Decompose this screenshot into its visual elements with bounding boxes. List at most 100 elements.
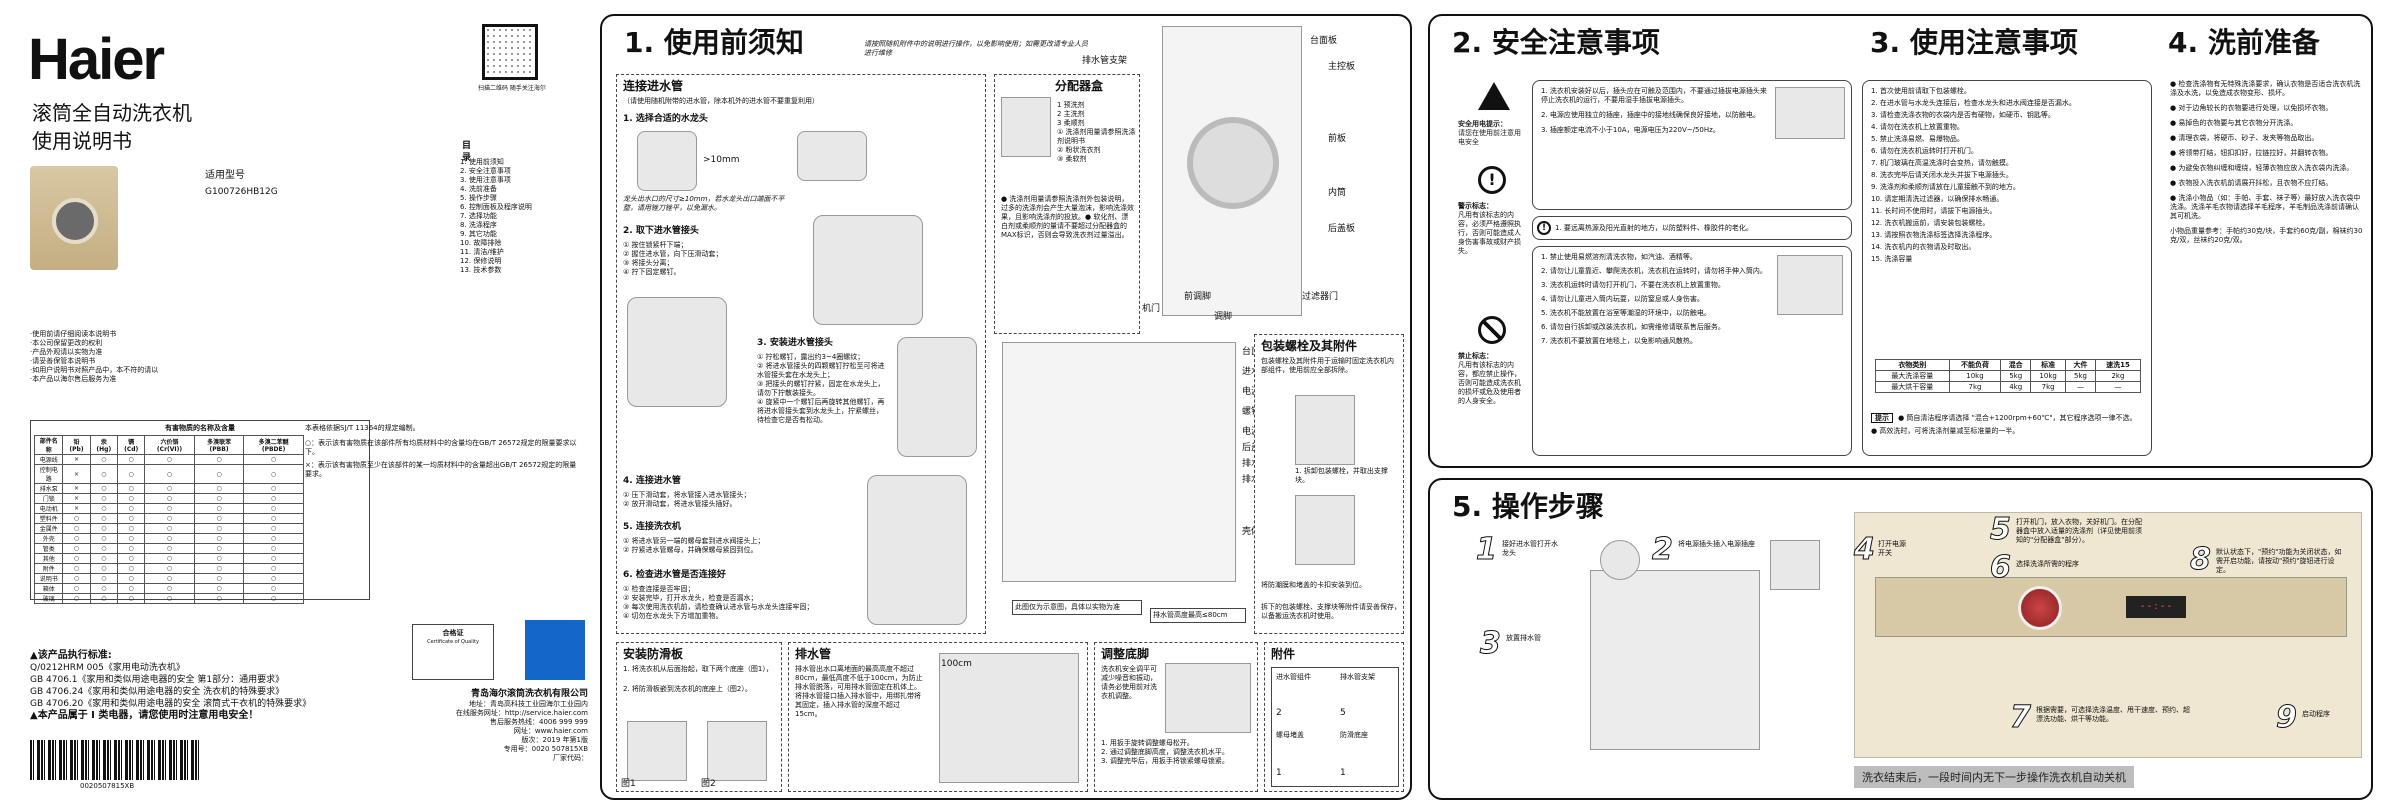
capacity-cell: 7kg bbox=[1948, 381, 2002, 393]
hose-connect-illustration bbox=[867, 475, 967, 625]
leveling-step: 2. 通过调整底脚高度，调整洗衣机水平。 bbox=[1101, 748, 1229, 756]
sec2-heading: 2. 安全注意事项 bbox=[1452, 26, 1660, 59]
hazard-cell: ○ bbox=[89, 493, 119, 504]
hazard-col-header: 镉 (Cd) bbox=[117, 435, 146, 455]
capacity-cell: 最大洗涤容量 bbox=[1875, 370, 1950, 382]
hazard-row: 电动机×○○○○○ bbox=[33, 503, 304, 514]
drain-box: 排水管 排水管出水口离地面的最高高度不超过80cm，最低高度不低于100cm，为… bbox=[788, 642, 1088, 792]
leveling-step: 3. 调整完毕后，用扳手将锁紧螺母锁紧。 bbox=[1101, 757, 1229, 765]
hazard-cell: 管类 bbox=[33, 543, 64, 554]
company-name: 青岛海尔滚筒洗衣机有限公司 bbox=[470, 689, 588, 699]
hazard-cell: ○ bbox=[193, 454, 245, 465]
hazard-cell: ○ bbox=[144, 573, 195, 584]
toc-item: 10. 故障排除 bbox=[460, 239, 502, 247]
step-5-list: ① 将进水管另一端的螺母套到进水阀接头上； ② 拧紧进水管螺母，并确保螺母紧固到… bbox=[623, 537, 843, 555]
hazard-cell: ○ bbox=[89, 563, 119, 574]
accessory-name: 螺母堵盖 bbox=[1276, 731, 1304, 739]
step-item: ② 握住进水管，向下压滑动套； bbox=[623, 250, 723, 258]
accessories-box: 附件 进水管组件 排水管支架 螺母堵盖 防滑底座 2 5 1 1 bbox=[1264, 642, 1404, 792]
capacity-cell: 10kg bbox=[1948, 370, 2002, 382]
exclamation-small-icon: ! bbox=[1537, 221, 1551, 235]
product-code: 专用号：0020 507815XB bbox=[503, 745, 588, 753]
hazard-cell: 附件 bbox=[33, 563, 64, 574]
dispenser-item: ③ 柔软剂 bbox=[1057, 155, 1087, 163]
hazard-cell: ○ bbox=[117, 553, 146, 564]
hazard-cell: ○ bbox=[117, 483, 146, 494]
hazard-cell: ○ bbox=[89, 533, 119, 544]
faucet-step-illustration bbox=[1600, 540, 1640, 580]
dispenser-title: 分配器盒 bbox=[1055, 79, 1104, 93]
step-2-list: ① 按住锁紧杆下端； ② 握住进水管，向下压滑动套； ③ 将接头分离； ④ 拧下… bbox=[623, 241, 773, 277]
anti-slip-text-2: 2. 将防滑板嵌到洗衣机的底座上（图2）。 bbox=[623, 685, 752, 693]
anti-slip-fig-2 bbox=[707, 721, 767, 781]
prep-item: ● 易掉色的衣物要与其它衣物分开洗涤。 bbox=[2170, 119, 2298, 127]
prep-item: ● 洗涤小物品（如：手帕、手套、袜子等）最好放入洗衣袋中洗涤。洗涤羊毛衣物请选择… bbox=[2170, 194, 2361, 220]
anti-slip-text-1: 1. 将洗衣机从后面抬起，取下两个底座（图1）， bbox=[623, 665, 773, 673]
hazard-col-header: 汞 (Hg) bbox=[89, 435, 119, 455]
anti-slip-fig-1 bbox=[627, 721, 687, 781]
transport-step-1: 1. 拆卸包装螺栓，并取出支撑块。 bbox=[1295, 467, 1388, 484]
usage-item: 2. 在进水管与水龙头连接后，检查水龙头和进水阀连接是否漏水。 bbox=[1871, 99, 2076, 107]
barcode-number: 0020507815XB bbox=[80, 782, 135, 790]
class-note: ▲本产品属于 I 类电器，请您使用时注意用电安全！ bbox=[30, 710, 259, 721]
step-item: ① 压下滑动套，将水管接入进水管接头； bbox=[623, 491, 751, 499]
toc-item: 9. 其它功能 bbox=[460, 230, 497, 238]
hazard-cell: ○ bbox=[243, 493, 304, 504]
leveling-steps: 1. 用扳手旋转调整螺母松开。 2. 通过调整底脚高度，调整洗衣机水平。 3. … bbox=[1101, 739, 1253, 766]
socket-illustration bbox=[1770, 540, 1820, 590]
note-line: ·请妥善保管本说明书 bbox=[30, 357, 96, 365]
hazard-cell: ○ bbox=[243, 563, 304, 574]
dispenser-item: 3 柔顺剂 bbox=[1057, 119, 1085, 127]
dispenser-box: 分配器盒 1 预洗剂 2 主洗剂 3 柔顺剂 ① 洗涤剂用量请参照洗涤剂说明书 … bbox=[994, 74, 1140, 334]
hazard-cell: ○ bbox=[193, 513, 245, 524]
sec1-intro: 请按照随机附件中的说明进行操作，以免影响使用；如需更改请专业人员进行维修 bbox=[864, 40, 1088, 57]
tip-2: ● 高效洗时，可将洗涤剂量减至标准量的一半。 bbox=[1871, 427, 2020, 435]
inlet-box: 连接进水管 （请使用随机附带的进水管，除本机外的进水管不要重复利用） 1. 选择… bbox=[616, 74, 986, 634]
hazard-table: 部件名称铅 (Pb)汞 (Hg)镉 (Cd)六价铬 (Cr(VI))多溴联苯 (… bbox=[33, 435, 304, 604]
hazard-cell: ○ bbox=[193, 503, 245, 514]
usage-item: 13. 请按照衣物洗涤标签选择洗涤程序。 bbox=[1871, 231, 1997, 239]
note-line: ·如用户说明书对照产品中，本不符的请以 bbox=[30, 366, 159, 374]
capacity-cell: — bbox=[2094, 381, 2142, 393]
hazard-cell: ○ bbox=[193, 563, 245, 574]
hazard-cell: ○ bbox=[117, 513, 146, 524]
label-control: 主控板 bbox=[1328, 62, 1356, 72]
step-3-list: ① 拧松螺钉，露出约3~4圈螺纹； ② 将进水管接头的四颗螺钉拧松至可将进水管接… bbox=[757, 353, 887, 425]
hazard-cell: ○ bbox=[89, 543, 119, 554]
hazard-cell: × bbox=[62, 483, 91, 494]
prohibit-item: 6. 请勿自行拆卸或改装洗衣机，如需维修请联系售后服务。 bbox=[1541, 323, 1725, 331]
qr-caption: 扫描二维码 随手关注海尔 bbox=[478, 85, 546, 92]
accessory-name: 排水管支架 bbox=[1340, 673, 1375, 681]
hazard-row: 其他○○○○○○ bbox=[33, 553, 304, 564]
back-note: 此图仅为示意图，具体以实物为准 bbox=[1012, 600, 1142, 615]
hazard-cell: ○ bbox=[144, 513, 195, 524]
accessory-qty: 1 bbox=[1276, 768, 1282, 778]
inlet-title: 连接进水管 bbox=[623, 79, 684, 93]
transport-box: 包装螺栓及其附件 包装螺栓及其附件用于运输时固定洗衣机内部组件，使用前应全部拆除… bbox=[1254, 334, 1404, 634]
transport-title: 包装螺栓及其附件 bbox=[1261, 339, 1358, 353]
hazard-col-header: 六价铬 (Cr(VI)) bbox=[144, 435, 195, 455]
prohibit-item: 4. 请勿让儿童进入筒内玩耍，以防窒息或人身伤害。 bbox=[1541, 295, 1704, 303]
hazard-cell: ○ bbox=[89, 593, 119, 604]
capacity-header: 混合 bbox=[2000, 359, 2032, 371]
step-item: ④ 旋紧中一个螺钉后再旋转其他螺钉，再将进水管接头套到水龙头上，拧紧螺丝，待检查… bbox=[757, 398, 885, 424]
hazard-row: 排水泵×○○○○○ bbox=[33, 483, 304, 494]
hazard-cell: ○ bbox=[62, 553, 91, 564]
hazard-cell: ○ bbox=[243, 543, 304, 554]
hazard-cell: ○ bbox=[193, 573, 245, 584]
hazard-cell: ○ bbox=[117, 493, 146, 504]
usage-item: 12. 洗衣机搬运前，请安装包装螺栓。 bbox=[1871, 219, 1990, 227]
usage-item: 8. 洗衣完毕后请关闭水龙头并拔下电源插头。 bbox=[1871, 171, 2013, 179]
usage-item: 10. 请定期清洗过滤器，以确保排水畅通。 bbox=[1871, 195, 2004, 203]
manual-title-1: 滚筒全自动洗衣机 bbox=[32, 101, 192, 125]
hazard-cell: 箱体 bbox=[33, 583, 64, 594]
company-block: 青岛海尔滚筒洗衣机有限公司 地址：青岛高科技工业园海尔工业园内 在线服务网址：h… bbox=[410, 688, 588, 763]
leveling-title: 调整底脚 bbox=[1101, 647, 1150, 661]
step-item: ④ 拧下固定螺钉。 bbox=[623, 268, 681, 276]
hazard-cell: ○ bbox=[243, 513, 304, 524]
sec4-heading: 4. 洗前准备 bbox=[2168, 26, 2320, 59]
